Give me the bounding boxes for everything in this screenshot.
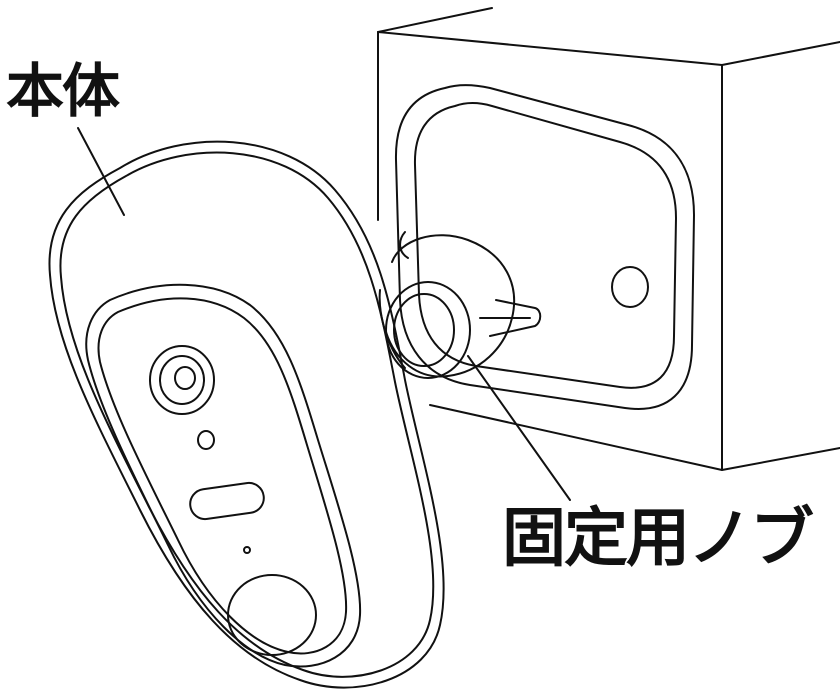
camera-pir-sensor [227,574,317,656]
camera-body-outer [48,140,445,689]
wall-block [377,7,840,471]
camera-lens-glass [174,366,196,390]
label-body: 本体 [6,57,120,125]
mount-plate-outer [394,84,695,410]
wall-block-top-edge [377,7,493,33]
camera-body [48,140,445,689]
mount-plate-screw [611,266,649,308]
camera-front-panel [85,283,362,668]
fixing-knob [378,234,542,379]
camera-front-panel-inner [97,297,348,655]
knob-ring-outer [385,281,471,379]
camera-body-rim [59,151,435,678]
label-fixing-knob: 固定用ノブ [502,502,814,576]
mount-plate-inner [413,102,677,389]
wall-block-bottom-edge [429,404,840,471]
leader-line-knob [467,355,571,501]
camera-led-strip [189,481,265,521]
knob-wing [489,299,542,337]
mount-plate [394,84,695,410]
camera-lens-outer [149,345,215,415]
camera-light-sensor [197,430,215,450]
mount-plate-left-tab [399,231,409,259]
camera-microphone [243,546,251,554]
knob-ring-inner [393,293,455,367]
camera-lens-ring [159,355,205,405]
leader-line-body [77,127,125,216]
wall-block-top-face [377,31,840,66]
